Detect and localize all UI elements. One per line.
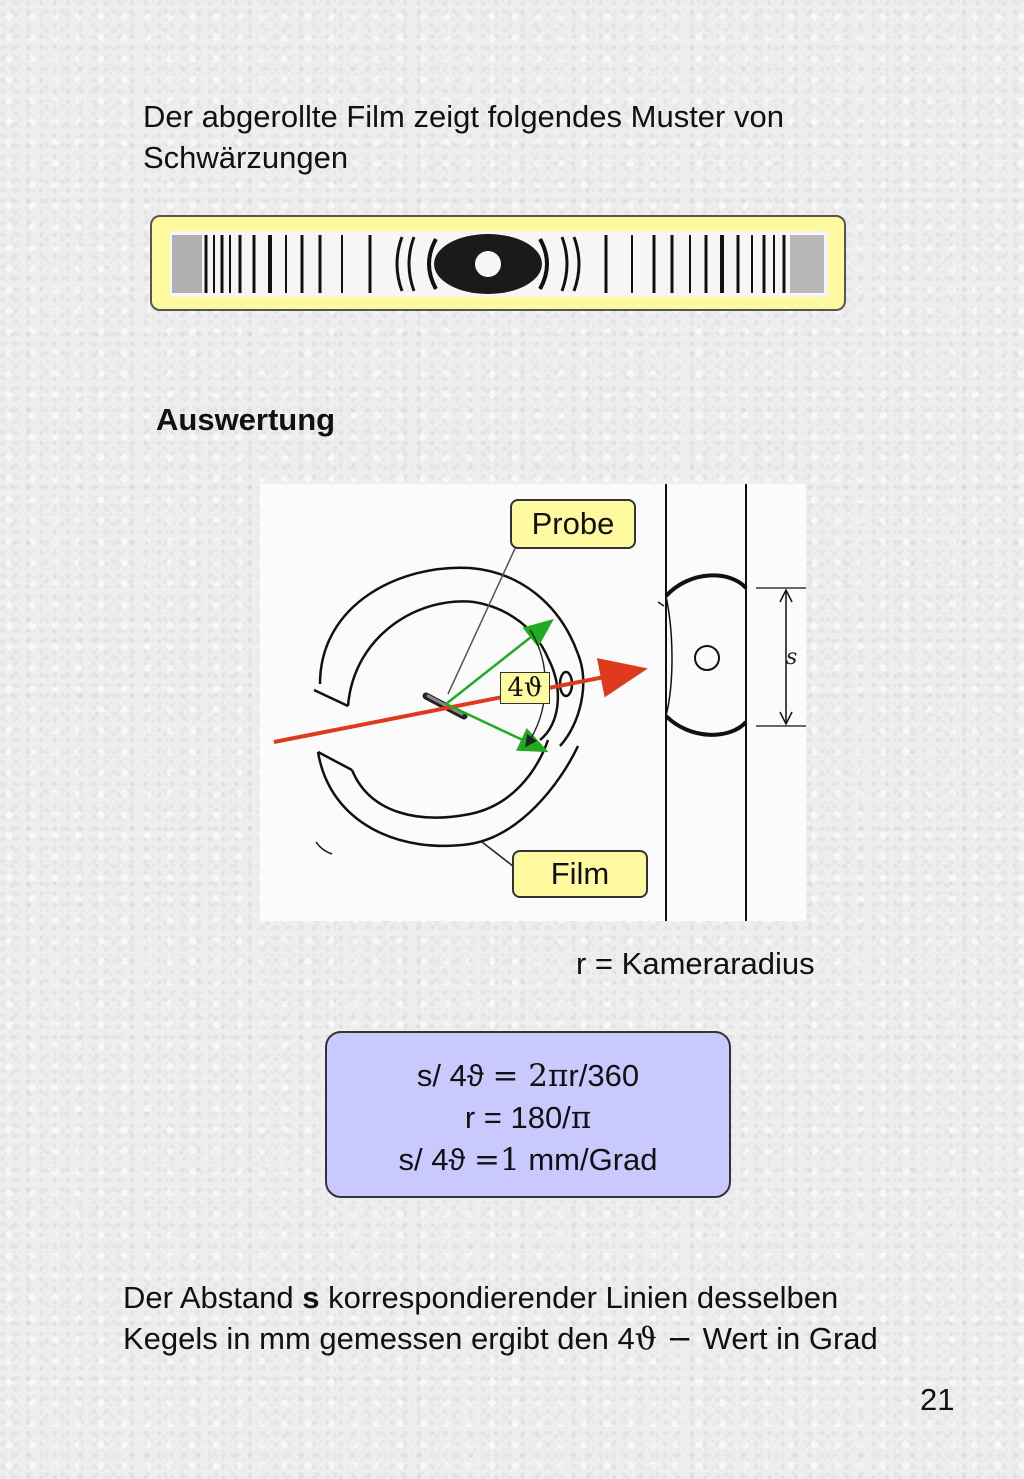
formula-3-c: mm/Grad [519,1142,658,1177]
radius-note: r = Kameraradius [576,946,815,981]
angle-label: 4ϑ [507,673,543,703]
formula-line-3: s/ 4ϑ =1 mm/Grad [327,1139,729,1181]
distance-s-label: s [786,645,797,670]
film-label: Film [550,856,610,891]
debye-camera-diagram: s Probe 4ϑ Film [260,484,806,921]
formula-3-b: =1 [474,1142,520,1178]
conclusion-line-2: Kegels in mm gemessen ergibt den 4ϑ − We… [123,1318,983,1360]
formula-1-b: = 2π [492,1058,569,1094]
section-heading: Auswertung [156,402,336,437]
conclusion-text: Der Abstand s korrespondierender Linien … [123,1277,983,1360]
intro-line-1: Der abgerollte Film zeigt folgendes Must… [143,99,784,134]
formula-1-c: r/360 [568,1058,640,1093]
formula-line-2: r = 180/π [327,1097,729,1139]
formula-3-a: s/ 4ϑ [398,1142,475,1177]
formula-box: s/ 4ϑ = 2πr/360 r = 180/π s/ 4ϑ =1 mm/Gr… [325,1031,731,1198]
camera-drawing: s [273,484,806,921]
formula-2-a: r = 180/ [464,1100,571,1135]
conclusion-part-1: Der Abstand [123,1280,303,1315]
conclusion-part-2: korrespondierender Linien desselben [319,1280,839,1315]
probe-label: Probe [531,506,615,541]
formula-line-1: s/ 4ϑ = 2πr/360 [327,1055,729,1097]
intro-text: Der abgerollte Film zeigt folgendes Must… [143,96,903,178]
conclusion-2-b: ϑ − [634,1321,703,1357]
formula-2-b: π [570,1100,592,1136]
conclusion-2-a: Kegels in mm gemessen ergibt den 4 [123,1321,635,1356]
film-strip-image [150,215,846,311]
conclusion-bold-s: s [302,1280,320,1315]
probe-callout: Probe [510,499,636,549]
conclusion-line-1: Der Abstand s korrespondierender Linien … [123,1277,983,1318]
film-pattern [170,231,828,297]
formula-1-a: s/ 4ϑ [416,1058,493,1093]
angle-callout: 4ϑ [500,672,550,704]
film-callout: Film [512,850,648,898]
intro-line-2: Schwärzungen [143,140,349,175]
page-number: 21 [920,1382,955,1417]
conclusion-2-c: Wert in Grad [702,1321,878,1356]
